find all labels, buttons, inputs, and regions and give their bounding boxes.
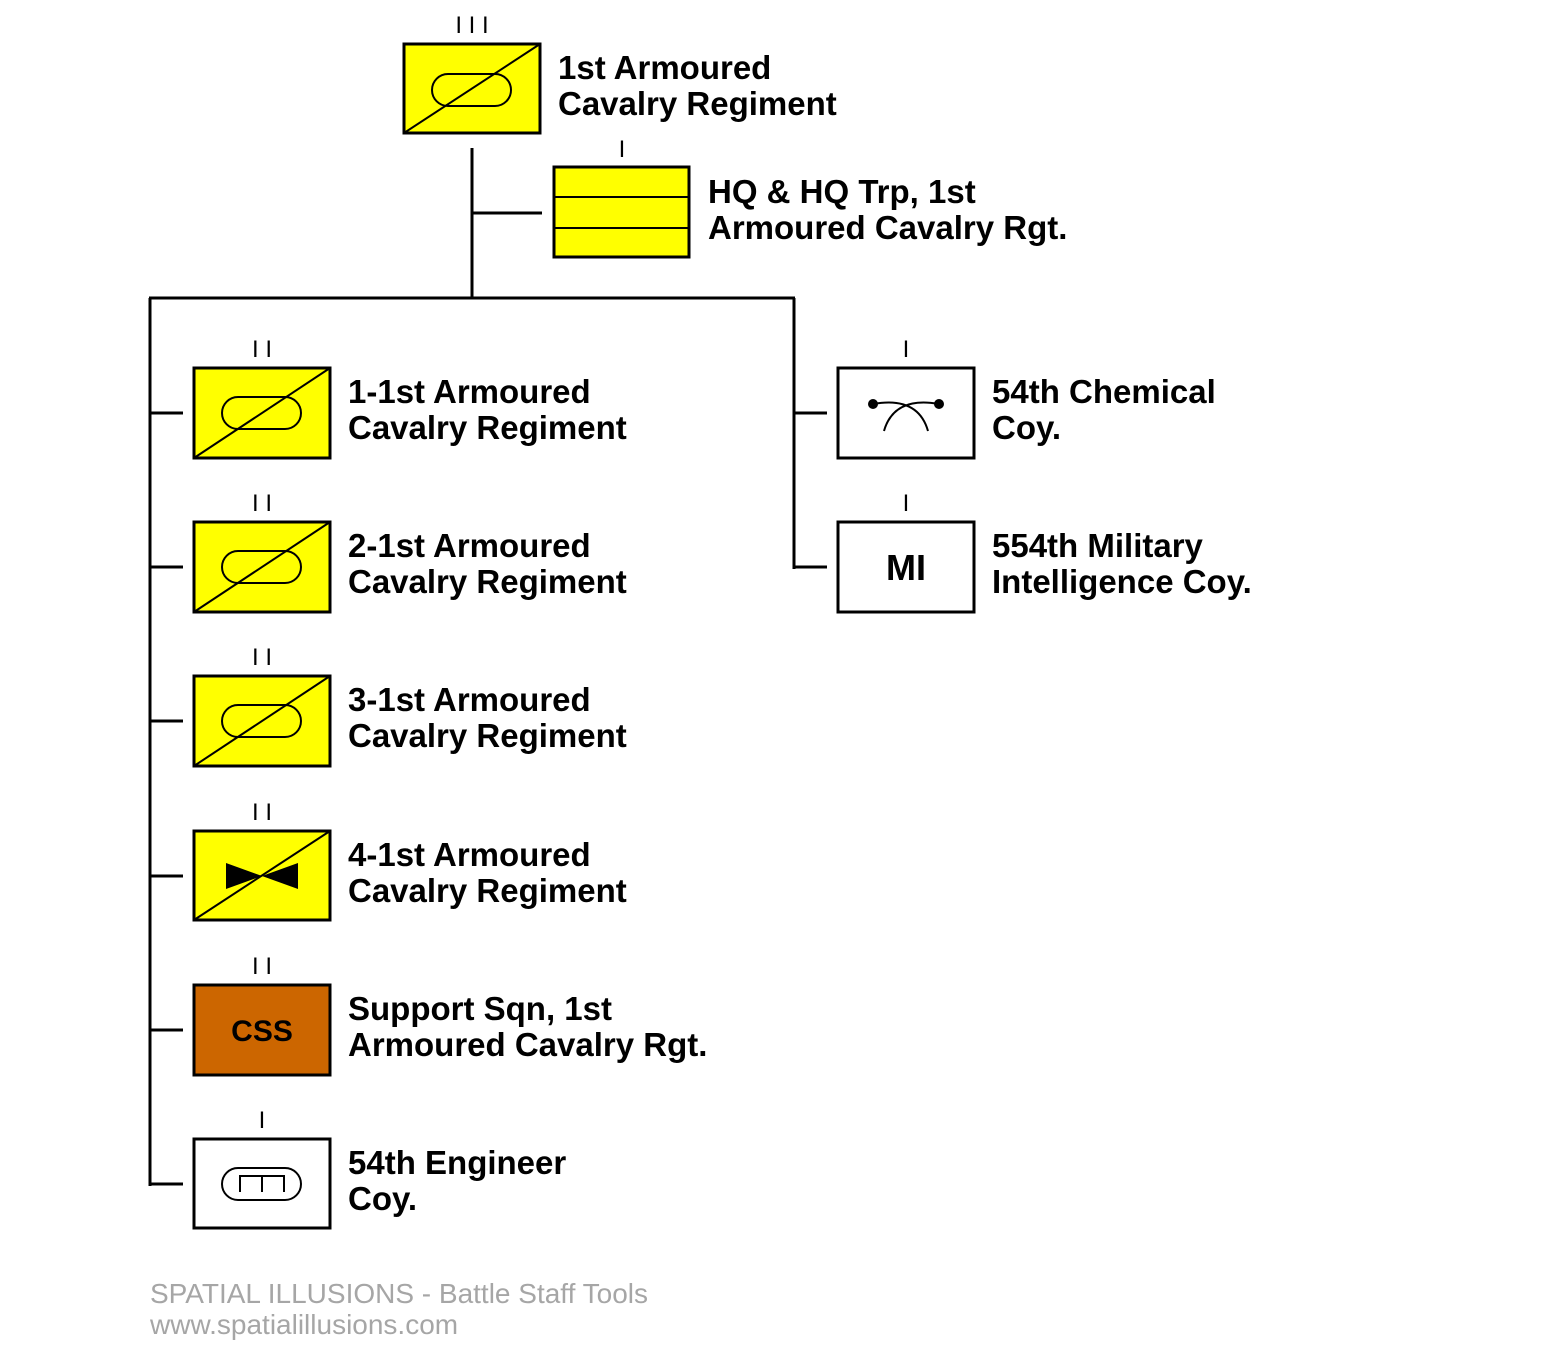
unit-frame [836, 520, 976, 614]
air-cavalry-icon [193, 830, 331, 921]
unit-label-line1: HQ & HQ Trp, 1st [708, 173, 976, 210]
unit-label-line2: Coy. [348, 1180, 417, 1217]
unit-frame [552, 165, 691, 259]
unit-hq[interactable]: I HQ & HQ Trp, 1st Armoured Cavalry Rgt. [552, 136, 1067, 259]
echelon-marker: I [619, 136, 626, 163]
unit-label-line1: 1st Armoured [558, 49, 771, 86]
unit-mi[interactable]: I MI 554th Military Intelligence Coy. [836, 490, 1252, 614]
unit-label-line2: Intelligence Coy. [992, 563, 1252, 600]
armoured-cavalry-icon [193, 367, 331, 459]
footer-url[interactable]: www.spatialillusions.com [149, 1309, 458, 1340]
unit-label-line1: 4-1st Armoured [348, 836, 591, 873]
unit-regiment[interactable]: I I I 1st Armoured Cavalry Regiment [402, 12, 837, 135]
unit-label-line1: 54th Engineer [348, 1144, 566, 1181]
echelon-marker: I I [252, 644, 272, 671]
armoured-engineer-icon [221, 1167, 302, 1201]
unit-label-line1: 2-1st Armoured [348, 527, 591, 564]
unit-sqn4[interactable]: I I 4-1st Armoured Cavalry Regiment [192, 799, 627, 922]
unit-frame [192, 983, 332, 1077]
armoured-cavalry-icon [193, 521, 331, 613]
unit-label-line1: 1-1st Armoured [348, 373, 591, 410]
armoured-cavalry-icon [403, 43, 541, 134]
unit-label-line2: Armoured Cavalry Rgt. [348, 1026, 707, 1063]
footer-title: SPATIAL ILLUSIONS - Battle Staff Tools [150, 1278, 648, 1309]
unit-sqn3[interactable]: I I 3-1st Armoured Cavalry Regiment [192, 644, 627, 768]
unit-sqn2[interactable]: I I 2-1st Armoured Cavalry Regiment [192, 490, 627, 614]
echelon-marker: I I [252, 799, 272, 826]
unit-label-line2: Coy. [992, 409, 1061, 446]
unit-label-line1: 554th Military [992, 527, 1204, 564]
unit-label-line1: 54th Chemical [992, 373, 1216, 410]
combat-service-support-icon: CSS [231, 1015, 293, 1048]
echelon-marker: I [903, 490, 910, 517]
echelon-marker: I [259, 1107, 266, 1134]
chemical-icon [868, 399, 944, 432]
unit-label-line2: Cavalry Regiment [348, 717, 627, 754]
echelon-marker: I I I [455, 12, 488, 39]
armoured-cavalry-icon [193, 675, 331, 767]
unit-support[interactable]: I I CSS Support Sqn, 1st Armoured Cavalr… [192, 953, 707, 1077]
unit-label-line1: Support Sqn, 1st [348, 990, 612, 1027]
military-intelligence-icon: MI [886, 547, 926, 588]
echelon-marker: I I [252, 490, 272, 517]
unit-label-line2: Cavalry Regiment [348, 563, 627, 600]
unit-frame [836, 366, 976, 460]
unit-sqn1[interactable]: I I 1-1st Armoured Cavalry Regiment [192, 336, 627, 460]
unit-chemical[interactable]: I 54th Chemical Coy. [836, 336, 1216, 460]
unit-label-line2: Armoured Cavalry Rgt. [708, 209, 1067, 246]
echelon-marker: I I [252, 953, 272, 980]
unit-engineer[interactable]: I 54th Engineer Coy. [192, 1107, 566, 1230]
connector-lines [148, 148, 827, 1186]
unit-label-line2: Cavalry Regiment [348, 409, 627, 446]
echelon-marker: I [903, 336, 910, 363]
footer: SPATIAL ILLUSIONS - Battle Staff Tools w… [149, 1278, 648, 1340]
echelon-marker: I I [252, 336, 272, 363]
unit-label-line2: Cavalry Regiment [348, 872, 627, 909]
unit-label-line1: 3-1st Armoured [348, 681, 591, 718]
unit-label-line2: Cavalry Regiment [558, 85, 837, 122]
headquarters-icon [554, 196, 689, 229]
